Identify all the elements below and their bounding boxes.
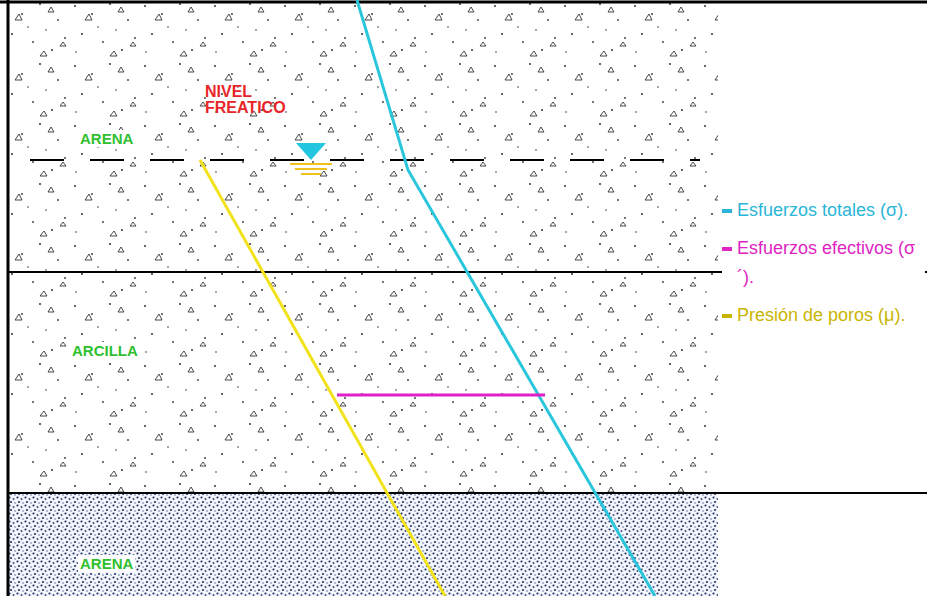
legend-entry: Esfuerzos totales (σ). <box>722 196 925 226</box>
legend-text: Esfuerzos totales (σ). <box>737 196 908 226</box>
legend-text: Presión de poros (μ). <box>737 301 905 331</box>
dense-sand-texture <box>8 493 718 596</box>
soil-layer: ARENA NIVEL FREATICO <box>8 2 718 272</box>
sand-texture <box>8 2 718 493</box>
water-table-symbol <box>290 164 332 174</box>
legend-swatch <box>722 209 732 213</box>
legend: Esfuerzos totales (σ). Esfuerzos efectivo… <box>722 196 925 339</box>
legend-swatch <box>722 247 732 251</box>
frame-line <box>7 0 10 596</box>
legend-entry: Esfuerzos efectivos (σ´). <box>722 234 925 293</box>
water-table-line <box>30 159 700 161</box>
water-table-label: NIVEL FREATICO <box>203 84 327 116</box>
water-table-symbol <box>296 143 326 160</box>
total-stress-line <box>357 0 655 596</box>
legend-text: Esfuerzos efectivos (σ´). <box>737 234 925 293</box>
pore-pressure-line <box>200 160 445 596</box>
legend-swatch <box>722 314 732 318</box>
layer-label: ARCILLA <box>70 342 140 359</box>
soil-layer: ARCILLA <box>8 272 718 493</box>
layer-label: ARENA <box>78 555 135 572</box>
soil-layer: ARENA <box>8 493 718 596</box>
layer-boundary <box>8 492 927 494</box>
legend-entry: Presión de poros (μ). <box>722 301 925 331</box>
layer-label: ARENA <box>78 130 135 147</box>
frame-line <box>0 1 927 4</box>
effective-stress-line <box>337 394 545 397</box>
